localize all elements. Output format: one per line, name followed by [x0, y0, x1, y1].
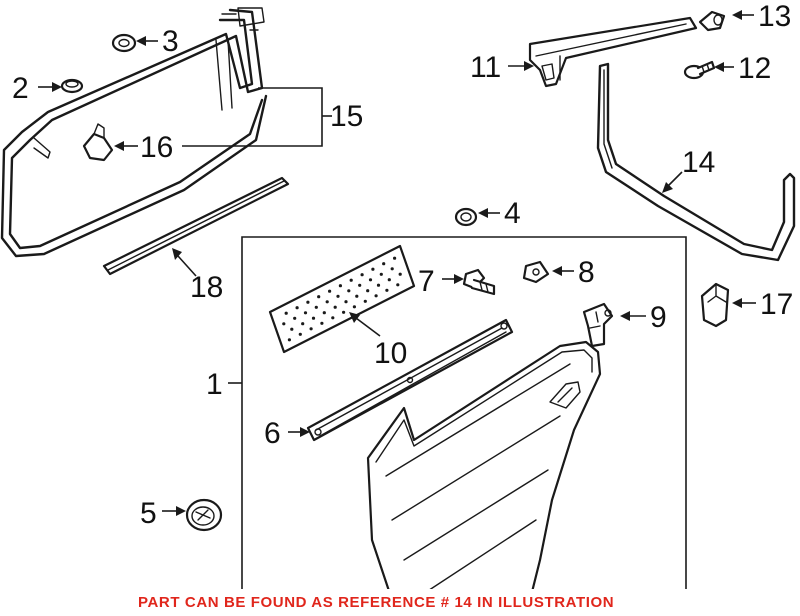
pad-perforation [387, 278, 391, 282]
footer-note: PART CAN BE FOUND AS REFERENCE # 14 IN I… [138, 594, 614, 611]
pad-perforation [379, 272, 383, 276]
leader-lines [38, 10, 756, 516]
bolt-part-7 [462, 268, 496, 296]
callout-6: 6 [264, 417, 281, 450]
callout-5: 5 [140, 497, 157, 530]
cap-part-5 [185, 498, 223, 532]
pad-perforation [328, 289, 332, 293]
pad-perforation [333, 305, 337, 309]
pad-perforation [349, 278, 353, 282]
callout-18: 18 [190, 271, 223, 304]
pad-perforation [363, 299, 367, 303]
pad-perforation [344, 300, 348, 304]
callout-12: 12 [738, 52, 771, 85]
pad-perforation [293, 316, 297, 320]
screw-part-12 [683, 60, 716, 80]
pad-perforation [382, 262, 386, 266]
nut-clip-part-8 [522, 260, 550, 284]
pad-perforation [336, 294, 340, 298]
pad-perforation [376, 283, 381, 287]
grommet-part-3 [111, 33, 137, 53]
pad-perforation [290, 327, 294, 331]
callout-2: 2 [12, 72, 29, 105]
plug-part-2 [60, 78, 84, 94]
callout-4: 4 [504, 197, 521, 230]
reinforcement-bar [306, 318, 514, 442]
pad-perforation [396, 283, 400, 287]
pad-perforation [317, 295, 321, 299]
grommet-part-4 [454, 207, 478, 227]
pad-perforation [360, 273, 364, 277]
callout-3: 3 [162, 25, 179, 58]
pad-perforation [347, 289, 351, 293]
pad-perforation [393, 256, 397, 260]
pad-perforation [366, 289, 370, 293]
pad-perforation [385, 288, 389, 292]
pad-perforation [284, 311, 288, 315]
callout-13: 13 [758, 0, 791, 33]
pad-perforation [311, 316, 316, 320]
door-weatherstrip [596, 62, 796, 262]
sill-strip [102, 176, 290, 276]
callout-7: 7 [418, 265, 435, 298]
pad-perforation [314, 305, 318, 309]
pad-perforation [338, 284, 342, 288]
insulation-pad [268, 244, 416, 354]
pad-perforation [374, 294, 378, 298]
pad-perforation [298, 332, 302, 336]
pad-perforation [322, 311, 326, 315]
clip-part-17 [700, 282, 730, 328]
callout-10: 10 [374, 337, 407, 370]
callout-15: 15 [330, 100, 363, 133]
callout-16: 16 [140, 131, 173, 164]
footer-note-background [134, 589, 694, 613]
pad-perforation [309, 327, 313, 331]
callout-11: 11 [470, 51, 501, 84]
pad-perforation [352, 305, 356, 309]
callout-14: 14 [682, 146, 715, 179]
callout-1: 1 [206, 368, 223, 401]
mirror-bracket-part-11 [528, 16, 698, 88]
pad-perforation [320, 321, 324, 325]
pad-perforation [368, 278, 373, 282]
pad-perforation [371, 267, 375, 271]
pad-perforation [325, 300, 329, 304]
pad-perforation [390, 267, 394, 271]
clip-part-16 [82, 123, 114, 162]
plug-part-13 [698, 10, 726, 32]
pad-perforation [398, 272, 402, 276]
callout-9: 9 [650, 301, 667, 334]
pad-perforation [287, 338, 291, 342]
door-shell-frame [241, 236, 687, 596]
pad-perforation [355, 294, 359, 298]
callout-17: 17 [760, 288, 793, 321]
pad-perforation [358, 283, 362, 287]
bracket-part-9 [582, 302, 614, 348]
pad-perforation [303, 311, 308, 315]
pad-perforation [331, 316, 335, 320]
callout-numbers: 2 3 16 15 18 4 7 8 9 10 6 1 5 11 12 13 1… [12, 0, 793, 530]
pad-perforation [301, 322, 305, 326]
pad-perforation [342, 310, 346, 314]
callout-8: 8 [578, 256, 595, 289]
pad-perforation [306, 300, 310, 304]
pad-perforation [282, 322, 286, 326]
pad-perforation [295, 306, 299, 310]
